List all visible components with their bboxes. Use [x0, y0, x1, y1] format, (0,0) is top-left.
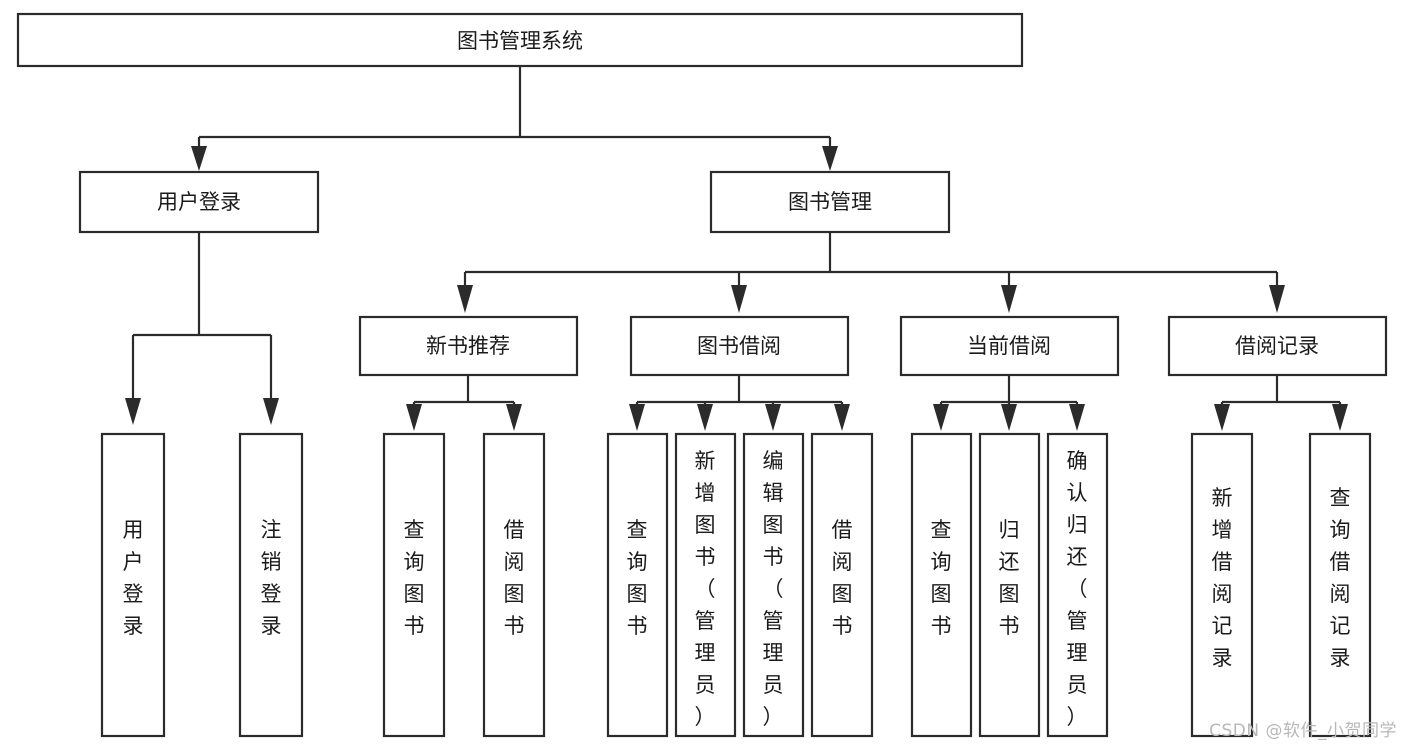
- node-borrow-record-label: 借阅记录: [1235, 334, 1319, 358]
- leaf-node-borrow-book-2-label: 借阅图书: [832, 518, 853, 638]
- arrow-head-icon: [834, 404, 850, 431]
- node-root-box: [16, 12, 1024, 68]
- arrow-head-icon: [457, 285, 473, 313]
- arrow-head-icon: [263, 398, 279, 425]
- node-new-book-recommend-box: [358, 315, 579, 377]
- arrow-head-icon: [765, 404, 781, 431]
- node-borrow-record-box: [1167, 315, 1388, 377]
- leaf-node-query-book-3-box: [910, 432, 973, 738]
- node-current-borrow-box: [899, 315, 1120, 377]
- leaf-node-return-book[interactable]: 归还图书: [978, 432, 1041, 738]
- leaf-node-confirm-return-admin-label: 确认归还（管理员）: [1067, 449, 1088, 729]
- leaf-node-query-book-1[interactable]: 查询图书: [382, 432, 446, 738]
- leaf-node-return-book-box: [978, 432, 1041, 738]
- leaf-node-confirm-return-admin-box: [1046, 432, 1109, 738]
- node-book-mgmt-label: 图书管理: [788, 190, 872, 214]
- leaf-node-borrow-book-1[interactable]: 借阅图书: [482, 432, 546, 738]
- leaf-nodes-layer: 用户登录 注销登录 查询图书 借阅图书 查询图书 新增图书（管理员） 编辑图书（…: [100, 432, 1372, 738]
- arrow-head-icon: [1269, 285, 1285, 313]
- leaf-node-query-book-3-label: 查询图书: [931, 518, 952, 638]
- leaf-node-add-book-admin[interactable]: 新增图书（管理员）: [674, 432, 737, 738]
- leaf-node-borrow-book-1-box: [482, 432, 546, 738]
- arrow-head-icon: [1069, 404, 1085, 431]
- leaf-node-logout[interactable]: 注销登录: [238, 432, 304, 738]
- leaf-node-borrow-book-1-label: 借阅图书: [504, 518, 525, 638]
- node-book-mgmt[interactable]: 图书管理: [709, 170, 951, 234]
- leaf-node-query-book-1-label: 查询图书: [404, 518, 425, 638]
- leaf-node-query-book-2[interactable]: 查询图书: [606, 432, 669, 738]
- leaf-node-query-book-2-box: [606, 432, 669, 738]
- node-book-borrow[interactable]: 图书借阅: [629, 315, 850, 377]
- arrow-head-icon: [1332, 404, 1348, 431]
- node-current-borrow-label: 当前借阅: [967, 334, 1051, 358]
- leaf-node-user-login-box: [100, 432, 166, 738]
- arrow-head-icon: [406, 404, 422, 431]
- node-user-login-box: [78, 170, 320, 234]
- node-new-book-recommend-label: 新书推荐: [426, 334, 510, 358]
- arrow-head-icon: [933, 404, 949, 431]
- arrow-head-icon: [697, 404, 713, 431]
- leaf-node-logout-label: 注销登录: [261, 518, 282, 638]
- node-new-book-recommend[interactable]: 新书推荐: [358, 315, 579, 377]
- arrow-head-icon: [629, 404, 645, 431]
- node-current-borrow[interactable]: 当前借阅: [899, 315, 1120, 377]
- node-book-borrow-box: [629, 315, 850, 377]
- node-book-mgmt-box: [709, 170, 951, 234]
- arrow-head-icon: [1214, 404, 1230, 431]
- arrow-head-icon: [1001, 285, 1017, 313]
- arrow-head-icon: [731, 285, 747, 313]
- leaf-node-borrow-book-2-box: [810, 432, 874, 738]
- leaf-node-add-book-admin-label: 新增图书（管理员）: [695, 449, 716, 729]
- leaf-node-query-borrow-record-label: 查询借阅记录: [1330, 486, 1351, 670]
- node-user-login-label: 用户登录: [157, 190, 241, 214]
- leaf-node-user-login[interactable]: 用户登录: [100, 432, 166, 738]
- arrow-head-icon: [125, 398, 141, 425]
- leaf-node-query-book-1-box: [382, 432, 446, 738]
- node-book-borrow-label: 图书借阅: [697, 334, 781, 358]
- leaf-node-logout-box: [238, 432, 304, 738]
- connector-layer: [125, 66, 1348, 431]
- leaf-node-add-borrow-record-label: 新增借阅记录: [1212, 486, 1233, 670]
- leaf-node-return-book-label: 归还图书: [999, 518, 1020, 638]
- leaf-node-confirm-return-admin[interactable]: 确认归还（管理员）: [1046, 432, 1109, 738]
- leaf-node-edit-book-admin[interactable]: 编辑图书（管理员）: [742, 432, 805, 738]
- leaf-node-edit-book-admin-box: [742, 432, 805, 738]
- leaf-node-edit-book-admin-label: 编辑图书（管理员）: [763, 449, 784, 729]
- leaf-node-add-book-admin-box: [674, 432, 737, 738]
- arrow-head-icon: [822, 146, 838, 171]
- node-root[interactable]: 图书管理系统: [16, 12, 1024, 68]
- leaf-node-query-borrow-record-box: [1308, 432, 1372, 738]
- node-root-label: 图书管理系统: [457, 29, 583, 53]
- arrow-head-icon: [506, 404, 522, 431]
- leaf-node-add-borrow-record[interactable]: 新增借阅记录: [1190, 432, 1254, 738]
- arrow-head-icon: [1001, 404, 1017, 431]
- node-user-login[interactable]: 用户登录: [78, 170, 320, 234]
- leaf-node-user-login-label: 用户登录: [123, 518, 144, 638]
- leaf-node-query-book-2-label: 查询图书: [627, 518, 648, 638]
- leaf-node-borrow-book-2[interactable]: 借阅图书: [810, 432, 874, 738]
- arrow-head-icon: [191, 146, 207, 171]
- leaf-node-query-borrow-record[interactable]: 查询借阅记录: [1308, 432, 1372, 738]
- node-borrow-record[interactable]: 借阅记录: [1167, 315, 1388, 377]
- leaf-node-query-book-3[interactable]: 查询图书: [910, 432, 973, 738]
- leaf-node-add-borrow-record-box: [1190, 432, 1254, 738]
